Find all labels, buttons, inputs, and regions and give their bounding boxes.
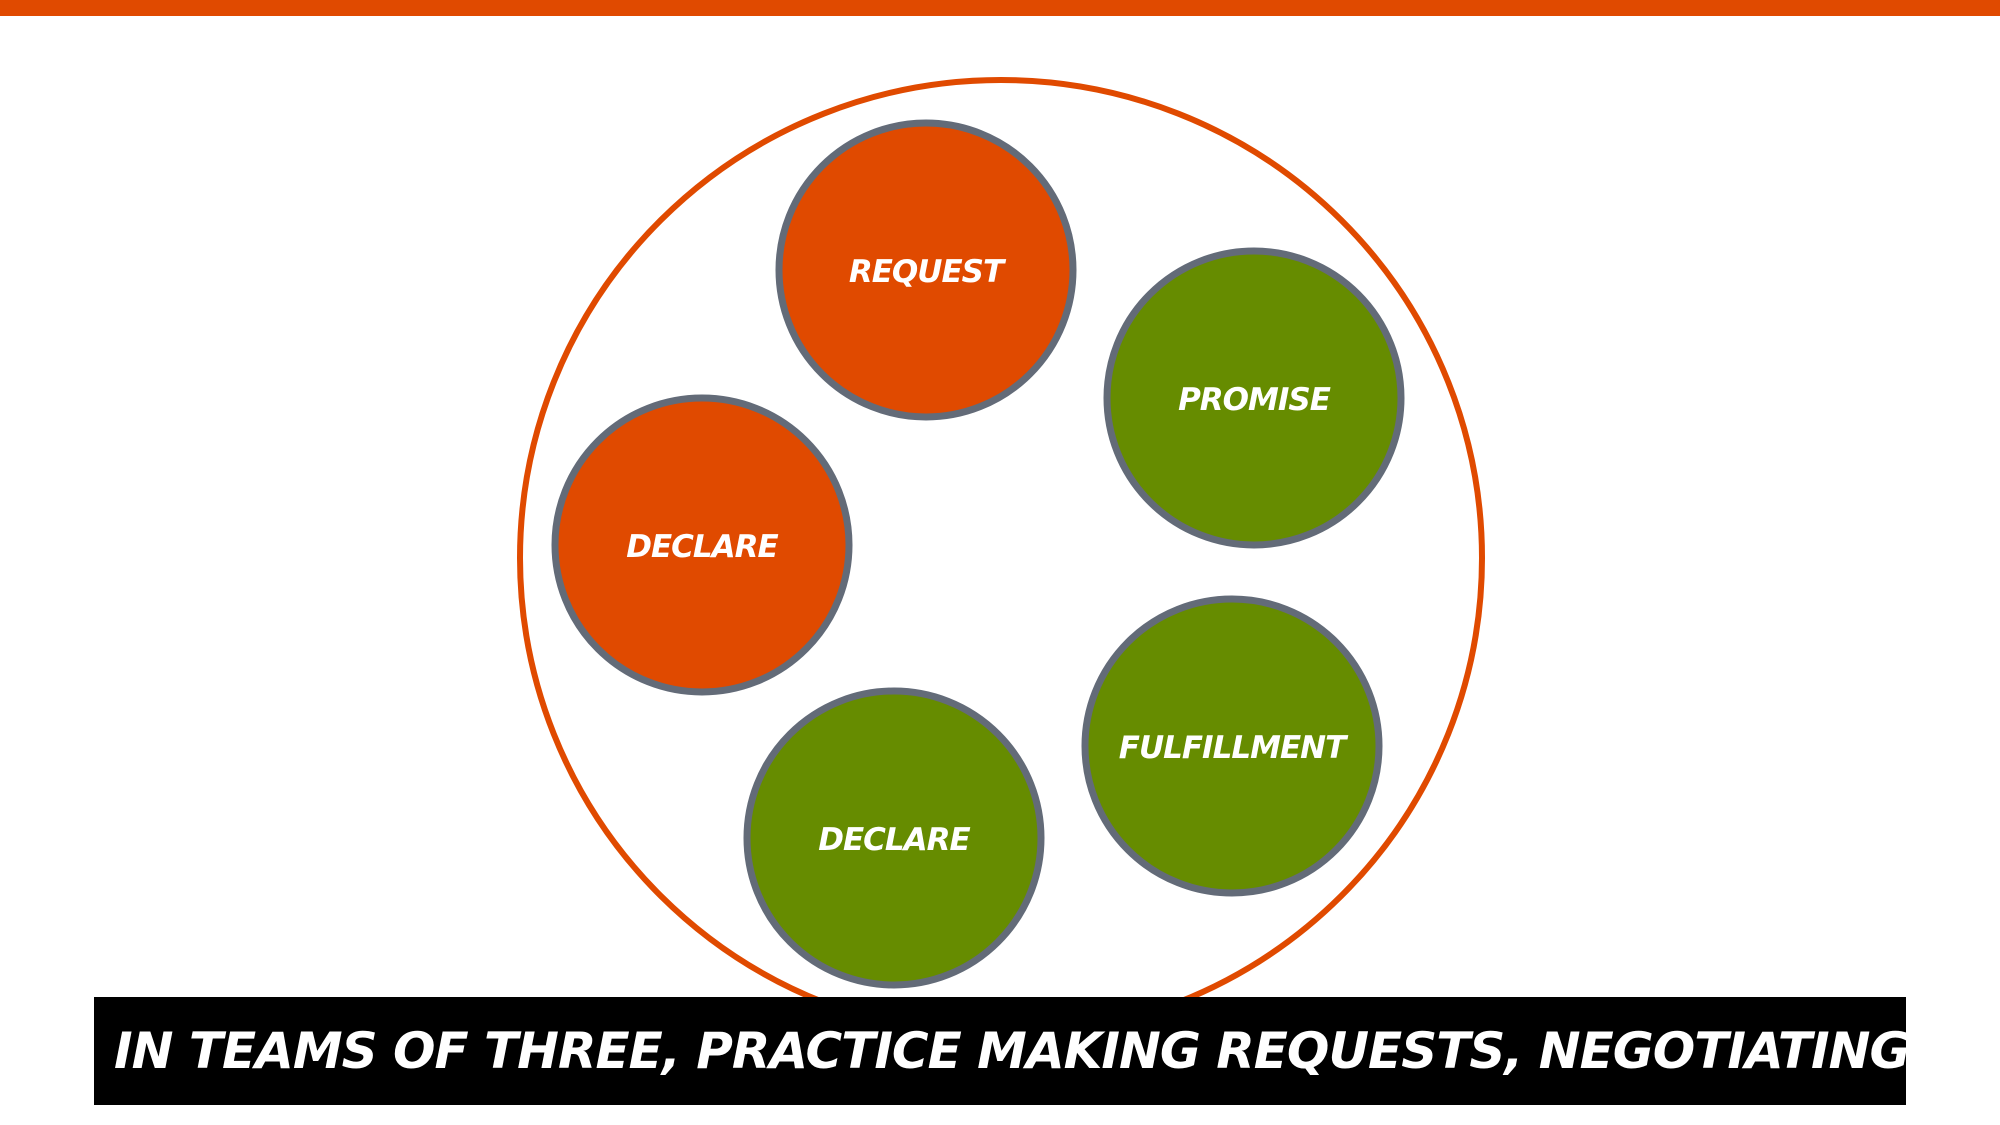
node-promise-circle bbox=[1103, 247, 1405, 549]
caption-bar: IN TEAMS OF THREE, PRACTICE MAKING REQUE… bbox=[94, 997, 2000, 1105]
node-request: REQUEST bbox=[775, 119, 1077, 421]
node-promise-label: PROMISE bbox=[1178, 382, 1331, 418]
node-declare-left-circle bbox=[551, 394, 853, 696]
caption-text: IN TEAMS OF THREE, PRACTICE MAKING REQUE… bbox=[114, 1022, 2000, 1080]
node-declare-bottom: DECLARE bbox=[743, 687, 1045, 989]
node-request-circle bbox=[775, 119, 1077, 421]
node-declare-bottom-label: DECLARE bbox=[818, 822, 970, 858]
top-accent-bar bbox=[0, 0, 2000, 16]
node-declare-left: DECLARE bbox=[551, 394, 853, 696]
node-fulfillment: FULFILLMENT bbox=[1081, 595, 1383, 897]
node-declare-left-label: DECLARE bbox=[626, 529, 778, 565]
node-fulfillment-label: FULFILLMENT bbox=[1119, 730, 1349, 766]
node-fulfillment-circle bbox=[1081, 595, 1383, 897]
node-declare-bottom-circle bbox=[743, 687, 1045, 989]
node-request-label: REQUEST bbox=[849, 254, 1007, 290]
node-promise: PROMISE bbox=[1103, 247, 1405, 549]
